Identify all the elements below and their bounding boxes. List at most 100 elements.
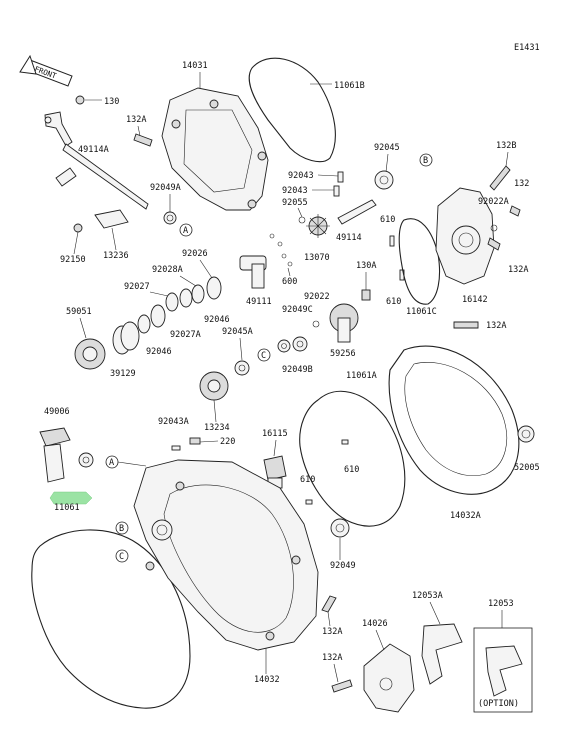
label-14026: 14026 — [362, 619, 388, 629]
callout-a-top — [179, 223, 193, 237]
label-92046-b: 92046 — [146, 347, 172, 357]
label-13234: 13234 — [204, 423, 230, 433]
label-16142: 16142 — [462, 295, 488, 305]
label-14032: 14032 — [254, 675, 280, 685]
front-arrow-icon: FRONT — [19, 54, 73, 87]
label-610-a: 610 — [380, 215, 395, 225]
front-label: FRONT — [33, 64, 58, 80]
label-92045: 92045 — [374, 143, 400, 153]
label-610-b: 610 — [386, 297, 401, 307]
gasket-11061C — [398, 218, 441, 305]
gear-13234 — [199, 371, 229, 401]
label-39129: 39129 — [110, 369, 136, 379]
label-132A-b2: 132A — [322, 653, 342, 663]
impeller-13070 — [306, 214, 330, 238]
seal-small-49006 — [78, 452, 94, 468]
label-220: 220 — [220, 437, 235, 447]
label-11061C: 11061C — [406, 307, 437, 317]
shaft-49114 — [337, 199, 377, 225]
label-92150: 92150 — [60, 255, 86, 265]
label-132: 132 — [514, 179, 529, 189]
label-92045A: 92045A — [222, 327, 253, 337]
label-92049B: 92049B — [282, 365, 313, 375]
callout-b-bottom-letter: B — [119, 524, 124, 534]
label-600: 600 — [282, 277, 297, 287]
bracket-12053A — [421, 623, 463, 685]
label-14032A: 14032A — [450, 511, 481, 521]
label-92043A: 92043A — [158, 417, 189, 427]
label-16115: 16115 — [262, 429, 288, 439]
label-92046-a: 92046 — [204, 315, 230, 325]
label-49114: 49114 — [336, 233, 362, 243]
callout-c-bottom-letter: C — [119, 552, 124, 562]
highlight-marker-11061 — [49, 491, 93, 505]
label-132A-r2: 132A — [486, 321, 506, 331]
hose-49006 — [39, 427, 71, 483]
bearing-92049B — [292, 336, 308, 352]
label-14031: 14031 — [182, 61, 208, 71]
label-132A-top: 132A — [126, 115, 146, 125]
label-12053: 12053 — [488, 599, 514, 609]
gasket-11061 — [31, 529, 191, 709]
label-92043-1: 92043 — [288, 171, 314, 181]
label-13236: 13236 — [103, 251, 129, 261]
callout-c-mid — [257, 348, 271, 362]
callout-b-bottom — [115, 521, 129, 535]
gasket-11061B — [248, 57, 336, 163]
label-49111: 49111 — [246, 297, 272, 307]
option-label: (OPTION) — [478, 699, 519, 709]
label-52005: 52005 — [514, 463, 540, 473]
label-92055: 92055 — [282, 198, 308, 208]
label-92049C: 92049C — [282, 305, 313, 315]
label-92028A: 92028A — [152, 265, 183, 275]
seal-92049C — [277, 339, 291, 353]
label-59051: 59051 — [66, 307, 92, 317]
callout-a-top-letter: A — [183, 226, 188, 236]
washer-stack — [137, 276, 222, 334]
label-132A-r1: 132A — [508, 265, 528, 275]
gear-59051 — [74, 338, 106, 370]
shaft-lever-assembly — [44, 95, 149, 233]
label-12053A: 12053A — [412, 591, 443, 601]
label-610-c: 610 — [344, 465, 359, 475]
option-box-12053 — [473, 627, 533, 713]
label-92022: 92022 — [304, 292, 330, 302]
label-49006: 49006 — [44, 407, 70, 417]
label-92022A: 92022A — [478, 197, 509, 207]
gear-59256 — [329, 303, 359, 343]
plug-16115 — [263, 455, 287, 489]
pump-cover-16142 — [435, 187, 495, 285]
label-92049A: 92049A — [150, 183, 181, 193]
label-49114A: 49114A — [78, 145, 109, 155]
callout-c-mid-letter: C — [261, 351, 266, 361]
seal-92049A — [163, 211, 177, 225]
seal-52005 — [517, 425, 535, 443]
label-130A: 130A — [356, 261, 376, 271]
label-92049: 92049 — [330, 561, 356, 571]
label-610-d: 610 — [300, 475, 315, 485]
outer-cover-14032A — [388, 345, 520, 495]
diagram-code: E1431 — [514, 43, 540, 53]
clutch-cover-14032 — [133, 459, 319, 651]
seal-92049 — [330, 518, 350, 538]
label-92027: 92027 — [124, 282, 150, 292]
callout-a-mid-letter: A — [109, 458, 114, 468]
gasket-11061A — [299, 390, 406, 527]
callout-b-top — [419, 153, 433, 167]
spring-39129 — [112, 321, 140, 355]
shaft-49111 — [239, 255, 267, 289]
guard-14026 — [363, 643, 415, 713]
label-11061: 11061 — [54, 503, 80, 513]
label-132B: 132B — [496, 141, 516, 151]
clutch-cover-14031 — [161, 87, 269, 211]
label-11061B: 11061B — [334, 81, 365, 91]
label-92026: 92026 — [182, 249, 208, 259]
label-92027A: 92027A — [170, 330, 201, 340]
bearing-92045A — [234, 360, 250, 376]
label-13070: 13070 — [304, 253, 330, 263]
label-132A-b1: 132A — [322, 627, 342, 637]
label-130: 130 — [104, 97, 119, 107]
label-11061A: 11061A — [346, 371, 377, 381]
callout-b-top-letter: B — [423, 156, 428, 166]
